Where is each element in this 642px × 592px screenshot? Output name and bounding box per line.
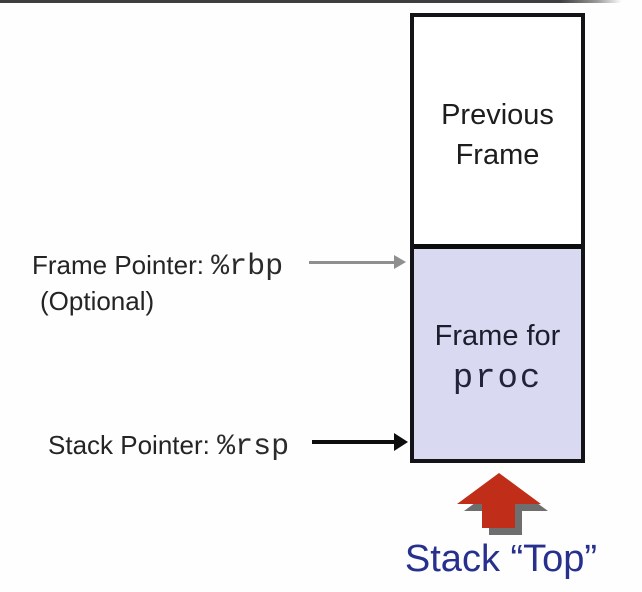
proc-name-label: proc (452, 360, 543, 398)
frame-pointer-optional-note: (Optional) (40, 286, 155, 316)
previous-frame-label-line1: Previous (441, 98, 554, 131)
right-arrow-black-head-icon (394, 433, 408, 451)
right-arrow-gray-head-icon (394, 255, 406, 269)
stack-top-label: Stack “Top” (404, 538, 598, 580)
right-arrow-gray-icon (309, 261, 394, 264)
right-arrow-black-icon (312, 440, 394, 444)
frame-for-label: Frame for (434, 320, 561, 352)
rsp-register: %rsp (217, 430, 290, 464)
block-up-arrow-red-icon (457, 473, 548, 535)
frame-pointer-label: Frame Pointer: %rbp (32, 248, 283, 284)
stack-pointer-label: Stack Pointer: %rsp (48, 428, 289, 464)
proc-frame-section: Frame for proc (414, 249, 581, 459)
top-edge-artifact (0, 0, 622, 3)
stack-box: Previous Frame Frame for proc (410, 13, 585, 463)
previous-frame-section: Previous Frame (414, 17, 581, 249)
stack-pointer-text: Stack Pointer: (48, 430, 218, 460)
rbp-register: %rbp (211, 250, 284, 284)
previous-frame-label-line2: Frame (455, 138, 540, 171)
frame-pointer-text: Frame Pointer: (32, 250, 212, 280)
